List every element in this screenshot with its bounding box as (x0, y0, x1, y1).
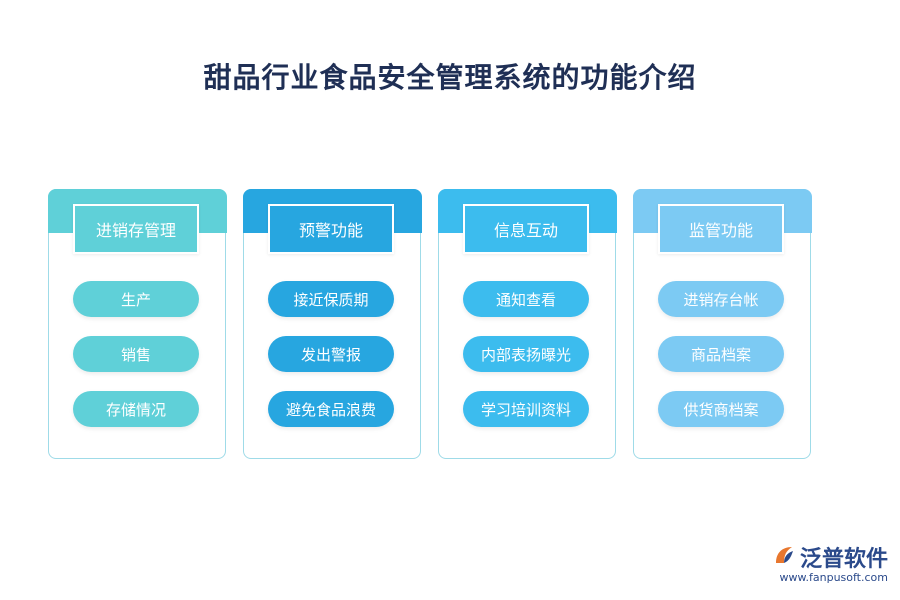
item-pill: 通知查看 (463, 281, 589, 317)
item-pill: 内部表扬曝光 (463, 336, 589, 372)
item-pill: 发出警报 (268, 336, 394, 372)
logo-text: 泛普软件 (799, 547, 888, 572)
item-pill: 供货商档案 (658, 391, 784, 427)
fanpu-logo-icon (772, 543, 796, 571)
item-pill: 生产 (73, 281, 199, 317)
column-header: 信息互动 (463, 204, 589, 254)
function-columns: 进销存管理 生产 销售 存储情况 预警功能 接近保质期 发出警报 避免食品浪费 … (47, 188, 813, 461)
logo-row: 泛普软件 (772, 541, 888, 573)
item-pill: 进销存台帐 (658, 281, 784, 317)
column-warning: 预警功能 接近保质期 发出警报 避免食品浪费 (242, 188, 422, 459)
column-interaction: 信息互动 通知查看 内部表扬曝光 学习培训资料 (437, 188, 617, 459)
item-pill: 学习培训资料 (463, 391, 589, 427)
item-pill: 销售 (73, 336, 199, 372)
column-header: 预警功能 (268, 204, 394, 254)
column-inventory: 进销存管理 生产 销售 存储情况 (47, 188, 227, 459)
item-pill: 商品档案 (658, 336, 784, 372)
item-pill: 存储情况 (73, 391, 199, 427)
item-pill: 接近保质期 (268, 281, 394, 317)
column-supervision: 监管功能 进销存台帐 商品档案 供货商档案 (632, 188, 812, 459)
item-pill: 避免食品浪费 (268, 391, 394, 427)
column-header: 进销存管理 (73, 204, 199, 254)
brand-logo: 泛普软件 www.fanpusoft.com (772, 541, 888, 584)
logo-url: www.fanpusoft.com (779, 571, 888, 584)
diagram-title: 甜品行业食品安全管理系统的功能介绍 (203, 61, 697, 94)
column-header: 监管功能 (658, 204, 784, 254)
